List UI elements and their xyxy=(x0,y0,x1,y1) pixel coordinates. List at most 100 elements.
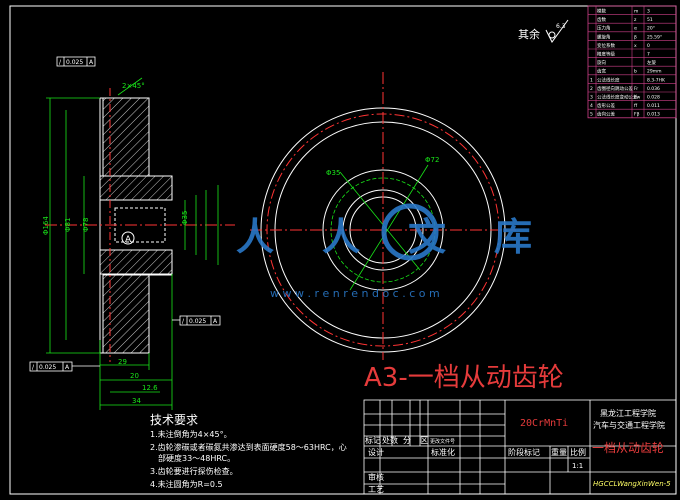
param-value: 0.011 xyxy=(647,103,660,109)
roughness-note: 其余 6.3 xyxy=(518,19,569,43)
tb-scale-value: 1:1 xyxy=(572,462,583,470)
tb-label-area: 区 xyxy=(420,436,428,445)
dim-len-2: 12.6 xyxy=(142,384,158,392)
param-value: 0.036 xyxy=(647,86,660,92)
tb-label-change: 更改文件号 xyxy=(430,438,455,445)
tech-req-item-3: 部硬度33～48HRC。 xyxy=(158,453,235,463)
param-symbol: x xyxy=(634,44,637,49)
frame-border xyxy=(9,5,677,495)
gtol-frame-2: / 0.025 A xyxy=(172,315,221,326)
tb-weight: 重量 xyxy=(551,447,567,457)
param-symbol: b xyxy=(634,69,637,75)
param-name: 齿圈径向跳动公差 xyxy=(597,85,633,92)
tb-label-standard: 标准化 xyxy=(431,447,455,457)
datum-label: A xyxy=(125,235,132,245)
dim-chamfer: 2×45° xyxy=(122,82,145,90)
roughness-note-text: 其余 xyxy=(518,27,540,41)
front-dim-2: Φ72 xyxy=(425,156,439,164)
param-name: 公法线长度 xyxy=(597,76,620,83)
tech-requirements: 技术要求 1.未注倒角为4×45°。 2.齿轮渗碳或者碳氮共渗达到表面硬度58～… xyxy=(150,413,347,489)
param-value: 8.3-7HK xyxy=(647,77,666,83)
tb-stage-mark: 阶段标记 xyxy=(508,447,540,457)
param-value: 25.59° xyxy=(647,34,662,40)
hub-lower xyxy=(99,249,173,275)
gtol-frame-3: / 0.025 A xyxy=(29,361,100,372)
dim-bore: Φ35 xyxy=(181,211,189,225)
param-value: 3 xyxy=(647,9,650,15)
watermark-text: 人人文库 xyxy=(236,215,580,259)
param-row-number: 4 xyxy=(590,103,593,109)
svg-text:/: / xyxy=(182,318,185,325)
svg-text:0.025: 0.025 xyxy=(189,318,206,325)
param-symbol: z xyxy=(634,18,637,23)
param-symbol: Fβ xyxy=(634,112,640,118)
watermark: 人人文库 w w w . r e n r e n d o c . c o m xyxy=(236,203,580,300)
front-view: Φ35 Φ72 xyxy=(250,72,516,360)
datum-circle xyxy=(121,231,135,245)
watermark-url: w w w . r e n r e n d o c . c o m xyxy=(270,287,440,300)
param-name: 压力角 xyxy=(597,25,611,32)
tb-school-1: 黑龙江工程学院 xyxy=(600,408,656,418)
tb-label-mark: 标记 xyxy=(365,435,381,445)
param-value: 29mm xyxy=(647,69,662,75)
roughness-value: 6.3 xyxy=(556,23,566,30)
param-row-number: 2 xyxy=(590,86,593,92)
param-name: 齿数 xyxy=(597,16,606,23)
param-value: 0.013 xyxy=(647,112,660,118)
param-name: 变位系数 xyxy=(597,42,615,49)
dim-len-1: 29 xyxy=(118,358,127,366)
svg-text:/: / xyxy=(32,364,35,371)
param-row-number: 1 xyxy=(590,77,593,83)
param-row-number: 5 xyxy=(590,112,593,118)
tb-label-zone: 分 xyxy=(403,436,411,445)
tb-school-2: 汽车与交通工程学院 xyxy=(593,420,665,430)
param-name: 螺旋角 xyxy=(597,33,611,40)
tech-req-item-1: 1.未注倒角为4×45°。 xyxy=(150,429,232,439)
dim-len-3: 34 xyxy=(132,397,141,405)
svg-text:0.025: 0.025 xyxy=(66,59,83,66)
title-block xyxy=(363,399,677,495)
param-value: 51 xyxy=(647,17,653,23)
dim-outer-dia: Φ164 xyxy=(42,216,50,235)
svg-text:A: A xyxy=(89,59,94,66)
tb-material: 20CrMnTi xyxy=(520,418,568,429)
svg-text:0.025: 0.025 xyxy=(39,364,56,371)
param-name: 模数 xyxy=(597,8,606,15)
big-title: A3-一档从动齿轮 xyxy=(364,363,564,393)
dim-dia-3: Φ78 xyxy=(82,218,90,232)
dim-len-4: 20 xyxy=(130,372,139,380)
param-symbol: α xyxy=(634,27,637,32)
param-value: 20° xyxy=(647,26,655,32)
param-symbol: β xyxy=(634,34,637,40)
gtol-frame-1: / 0.025 A xyxy=(56,56,96,67)
tech-req-heading: 技术要求 xyxy=(150,413,198,427)
param-symbol: ff xyxy=(634,103,638,109)
param-name: 齿形公差 xyxy=(597,102,615,109)
tb-label-count: 处数 xyxy=(382,435,398,445)
param-name: 齿向公差 xyxy=(597,111,615,118)
front-dim-1: Φ35 xyxy=(326,169,340,177)
param-name: 齿宽 xyxy=(597,68,606,75)
svg-text:A: A xyxy=(213,318,218,325)
section-view: A Φ164 Φ81 Φ78 Φ35 29 12 xyxy=(29,56,235,410)
tb-label-process: 工艺 xyxy=(368,485,384,494)
param-symbol: Fw xyxy=(634,95,641,101)
param-name: 旋向 xyxy=(597,59,606,66)
tb-drawing-code: HGCCLWangXinWen-5 xyxy=(593,480,671,488)
tb-scale-label: 比例 xyxy=(570,447,586,457)
param-row-number: 3 xyxy=(590,95,593,101)
tech-req-item-2: 2.齿轮渗碳或者碳氮共渗达到表面硬度58～63HRC，心 xyxy=(150,442,347,452)
hub-circle-outer xyxy=(322,169,444,291)
bore-circle-outer xyxy=(342,189,424,271)
param-value: 0.028 xyxy=(647,95,660,101)
hub-upper xyxy=(99,175,173,201)
param-symbol: Fr xyxy=(634,86,638,92)
svg-text:A: A xyxy=(65,364,70,371)
gear-rim-lower xyxy=(102,274,150,354)
tech-req-item-5: 4.未注圆角为R=0.5 xyxy=(150,479,223,489)
dim-dia-2: Φ81 xyxy=(64,218,72,232)
tb-label-review: 审核 xyxy=(368,472,384,482)
param-name: 精度等级 xyxy=(597,51,615,58)
